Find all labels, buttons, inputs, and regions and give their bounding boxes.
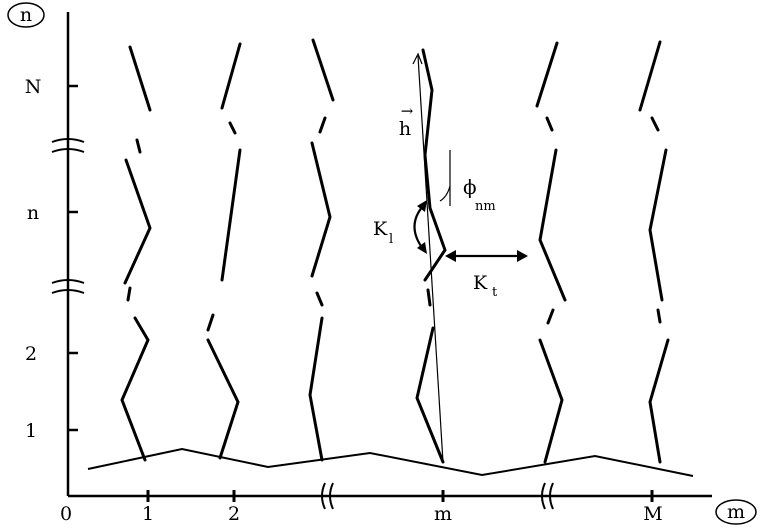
k-t-label: K t (473, 272, 498, 300)
k-l-curved-arrow (413, 205, 424, 250)
x-axis-break-right (541, 482, 554, 510)
svg-text:l: l (389, 232, 393, 247)
k-l-label: K l (373, 218, 393, 247)
k-t-arrowhead-right (517, 250, 528, 262)
chain-3 (308, 38, 335, 462)
svg-text:h: h (399, 118, 411, 140)
k-t-arrowhead-left (445, 250, 456, 262)
chain-5 (535, 41, 567, 464)
end-to-end-arrowhead (412, 52, 423, 65)
chain-6 (638, 40, 670, 464)
svg-text:ϕ: ϕ (463, 175, 477, 199)
k-l-arrowhead-top (417, 200, 427, 212)
svg-text:m: m (727, 501, 745, 523)
y-tick-label-2: 2 (25, 343, 37, 365)
svg-text:→: → (401, 102, 414, 120)
y-axis-break-lower (51, 279, 85, 294)
end-to-end-vector (417, 55, 444, 463)
substrate-line (87, 447, 694, 477)
x-axis (68, 482, 712, 510)
y-axis-label: n (7, 2, 45, 28)
svg-text:K: K (473, 272, 488, 294)
y-axis-break-upper (51, 138, 85, 153)
k-l-arrowhead-bottom (417, 242, 427, 254)
x-tick-label-M: M (643, 503, 662, 525)
x-tick-label-1: 1 (142, 503, 154, 525)
angle-phi-label: ϕ nm (463, 175, 496, 214)
chain-2 (206, 42, 242, 460)
chain-m (415, 48, 447, 464)
x-axis-break-left (321, 482, 334, 510)
y-axis (51, 12, 85, 496)
svg-text:K: K (373, 218, 388, 240)
x-tick-label-0: 0 (60, 503, 72, 525)
svg-text:n: n (20, 4, 32, 26)
y-tick-label-1: 1 (25, 420, 37, 442)
angle-arc (439, 185, 451, 202)
y-tick-label-n: n (27, 202, 39, 224)
x-axis-label: m (715, 499, 757, 525)
vector-h-label: → h (399, 102, 414, 140)
chain-1 (120, 45, 152, 462)
x-tick-label-2: 2 (228, 503, 240, 525)
svg-text:nm: nm (475, 199, 496, 214)
svg-text:t: t (492, 285, 498, 300)
x-tick-label-m: m (434, 503, 452, 525)
y-tick-label-N: N (25, 76, 42, 98)
